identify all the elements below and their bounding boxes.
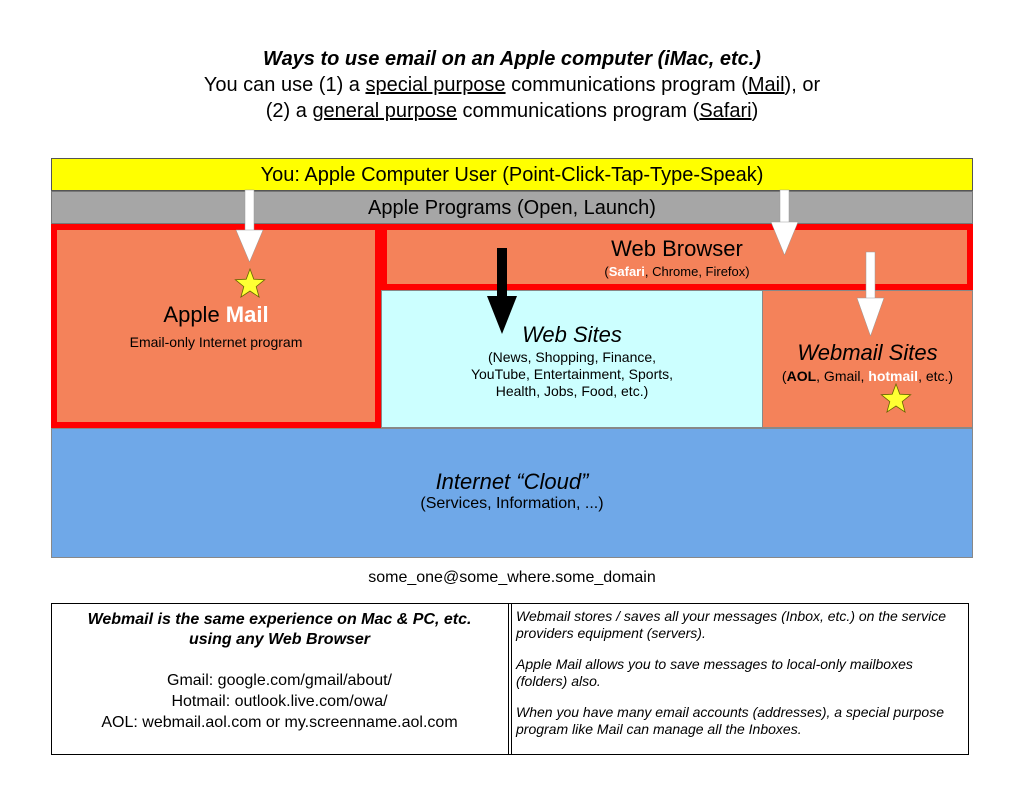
- page-header: Ways to use email on an Apple computer (…: [0, 46, 1024, 124]
- user-bar: You: Apple Computer User (Point-Click-Ta…: [51, 158, 973, 191]
- internet-cloud-subtitle: (Services, Information, ...): [420, 495, 604, 512]
- page-title: Ways to use email on an Apple computer (…: [263, 48, 761, 70]
- info-table: [51, 603, 969, 755]
- webmail-note-title: Webmail is the same experience on Mac & …: [52, 610, 507, 650]
- apple-mail-box: Apple Mail Email-only Internet program: [51, 224, 381, 428]
- webmail-sites-title: Webmail Sites: [797, 340, 938, 365]
- user-bar-label: You: Apple Computer User (Point-Click-Ta…: [260, 164, 764, 186]
- star-icon: [880, 382, 912, 414]
- aol-url: AOL: webmail.aol.com or my.screenname.ao…: [101, 714, 458, 731]
- webmail-sites-subtitle: (AOL, Gmail, hotmail, etc.): [781, 368, 954, 384]
- header-line-3: (2) a general purpose communications pro…: [265, 100, 759, 122]
- web-browser-subtitle: (Safari, Chrome, Firefox): [604, 264, 750, 279]
- web-sites-line: YouTube, Entertainment, Sports,: [470, 366, 674, 382]
- programs-bar: Apple Programs (Open, Launch): [51, 191, 973, 224]
- arrow-down-icon: [856, 251, 885, 337]
- hotmail-url: Hotmail: outlook.live.com/owa/: [171, 693, 388, 710]
- webmail-note-title-line: using any Web Browser: [188, 631, 371, 648]
- arrow-down-icon: [235, 189, 264, 263]
- apple-mail-subtitle: Email-only Internet program: [129, 334, 303, 350]
- info-paragraph: Webmail stores / saves all your messages…: [516, 608, 947, 641]
- apple-mail-title: Apple Mail: [163, 302, 269, 327]
- info-table-divider: [508, 603, 512, 755]
- header-line-2: You can use (1) a special purpose commun…: [203, 74, 821, 96]
- web-sites-line: (News, Shopping, Finance,: [487, 349, 657, 365]
- programs-bar-label: Apple Programs (Open, Launch): [368, 197, 656, 219]
- arrow-down-icon: [770, 189, 799, 256]
- gmail-url: Gmail: google.com/gmail/about/: [167, 672, 392, 689]
- info-paragraph: When you have many email accounts (addre…: [516, 704, 944, 737]
- info-left-cell: Webmail is the same experience on Mac & …: [52, 604, 507, 754]
- internet-cloud-box: Internet “Cloud” (Services, Information,…: [51, 428, 973, 558]
- internet-cloud-title: Internet “Cloud”: [435, 469, 589, 494]
- info-paragraph: Apple Mail allows you to save messages t…: [516, 656, 913, 689]
- web-sites-list: (News, Shopping, Finance, YouTube, Enter…: [382, 349, 762, 400]
- webmail-note-title-line: Webmail is the same experience on Mac & …: [87, 611, 472, 628]
- web-browser-title: Web Browser: [611, 236, 743, 261]
- info-right-cell: Webmail stores / saves all your messages…: [516, 604, 966, 754]
- web-sites-box: Web Sites (News, Shopping, Finance, YouT…: [381, 290, 763, 428]
- star-icon: [234, 267, 266, 299]
- web-sites-title: Web Sites: [522, 322, 622, 347]
- webmail-urls: Gmail: google.com/gmail/about/ Hotmail: …: [52, 670, 507, 733]
- email-address-example: some_one@some_where.some_domain: [368, 569, 656, 586]
- arrow-down-icon: [487, 248, 517, 334]
- web-sites-line: Health, Jobs, Food, etc.): [495, 383, 649, 399]
